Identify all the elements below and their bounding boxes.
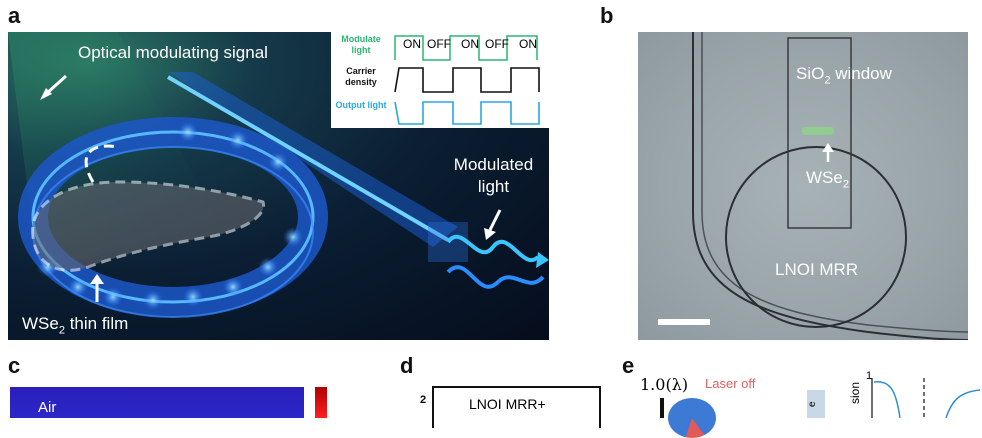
colorbar: [315, 387, 327, 418]
panel-label-c: c: [8, 353, 21, 378]
film-label-sub: 2: [58, 324, 65, 337]
sio2-window-label: SiO2 window: [796, 64, 892, 86]
panel-a-illustration: Optical modulating signal Modulated ligh…: [8, 32, 549, 340]
film-label-prefix: WSe: [22, 314, 59, 333]
state-5: ON: [519, 37, 537, 51]
state-2: OFF: [427, 37, 451, 51]
sio2-sub: 2: [824, 74, 831, 87]
film-label-suffix: thin film: [64, 314, 129, 333]
sio2-suffix: window: [830, 64, 892, 83]
panel-label-a: a: [8, 3, 21, 28]
state-3: ON: [461, 37, 479, 51]
panel-c-field-map: Air: [10, 387, 304, 418]
output-light-label: Output light: [335, 100, 387, 110]
e-side-label-1: e: [807, 390, 825, 418]
e-transmission-plot: [871, 378, 981, 418]
sio2-prefix: SiO: [796, 64, 825, 83]
panel-label-d: d: [400, 353, 414, 378]
e-side-label-2: sion: [848, 382, 862, 405]
carrier-density-label: Carrier density: [345, 66, 377, 87]
e-scale-marker: [660, 398, 664, 418]
state-4: OFF: [485, 37, 509, 51]
panel-b-micrograph: SiO2 window WSe2 LNOI MRR: [638, 32, 968, 340]
ring-resonator-illustration: [8, 32, 549, 318]
timing-waveforms: [394, 35, 540, 125]
lnoi-mrr-label: LNOI MRR: [775, 260, 859, 279]
e-polar-plot: [668, 398, 716, 438]
state-1: ON: [403, 37, 421, 51]
wse2-prefix: WSe: [806, 168, 843, 187]
air-label: Air: [38, 399, 57, 416]
laser-off-label: Laser off: [705, 376, 756, 391]
timing-diagram: Modulate light Carrier density Output li…: [331, 32, 549, 128]
panel-label-e: e: [622, 353, 635, 378]
wse2-sub: 2: [842, 178, 849, 191]
d-axis-tick: 2: [420, 394, 427, 406]
modulate-light-label: Modulate light: [341, 34, 381, 55]
mrr-micrograph: [658, 32, 968, 340]
wse2-label: WSe2: [806, 168, 849, 190]
panel-d-plot-frame: LNOI MRR+: [432, 386, 601, 428]
e-axis-tick: 1: [866, 370, 873, 382]
panel-label-b: b: [600, 3, 614, 28]
lambda-label: 1.0(λ): [640, 375, 689, 394]
optical-signal-label: Optical modulating signal: [78, 43, 268, 62]
lnoi-mrr-plus-label: LNOI MRR+: [469, 396, 546, 412]
film-label: WSe2 thin film: [22, 314, 128, 336]
modulated-light-label: Modulated light: [453, 155, 534, 196]
